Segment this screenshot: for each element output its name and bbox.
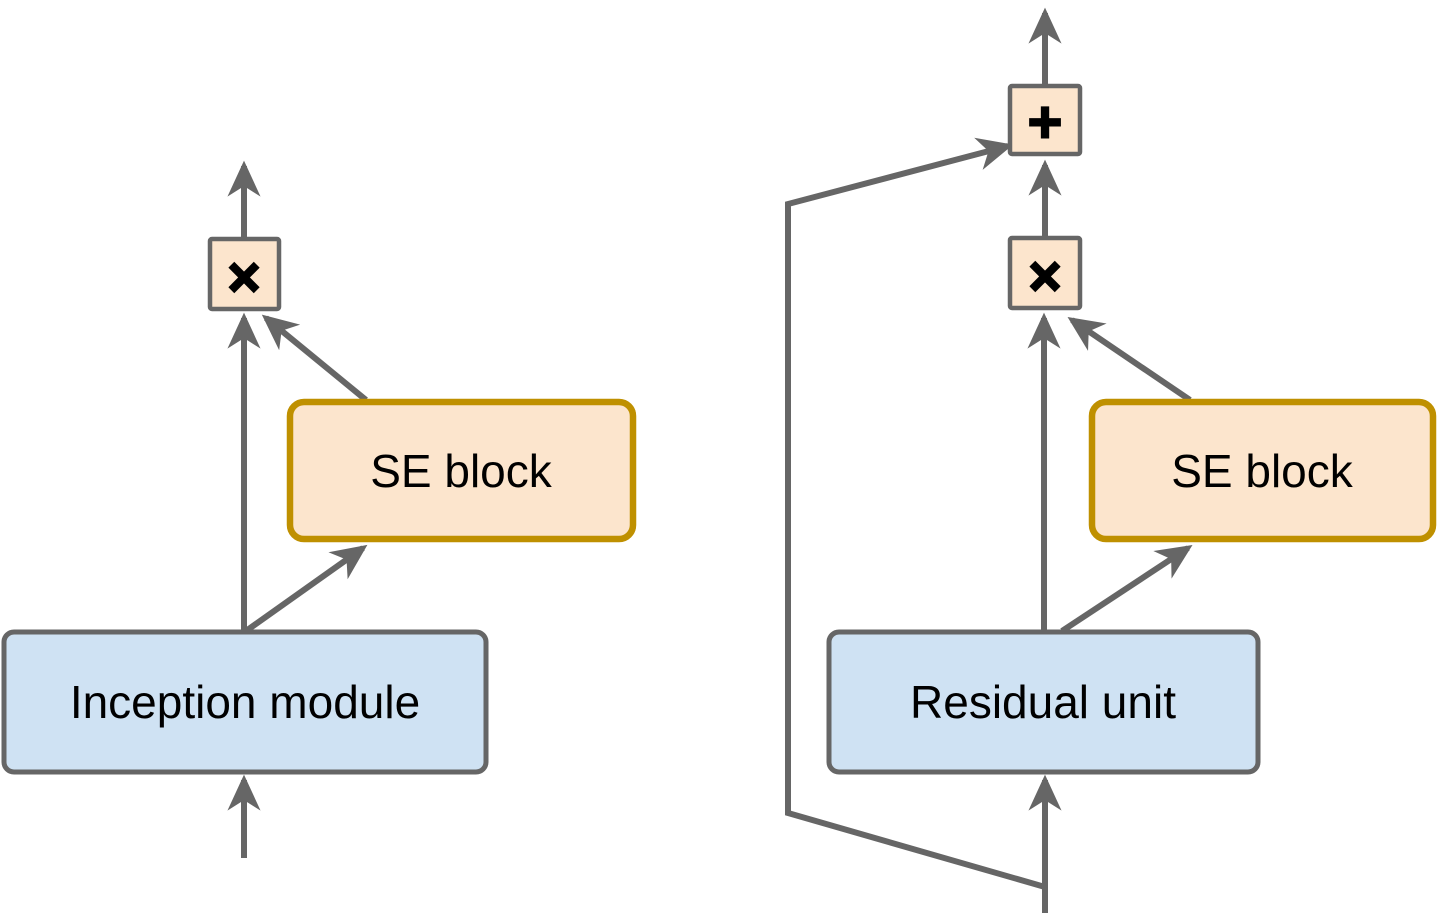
connector-lines <box>227 7 1193 913</box>
left-module-to-se-arrow <box>244 544 368 634</box>
right-add-symbol: + <box>1026 94 1065 148</box>
right-se-to-multiply-arrow <box>1067 316 1192 403</box>
right-multiply-symbol: × <box>1026 248 1065 302</box>
residual-unit-box <box>826 629 1261 775</box>
inception-module-box <box>1 629 489 775</box>
node-labels: Inception module SE block × Residual uni… <box>70 93 1354 729</box>
right-se-block-box <box>1088 398 1437 543</box>
left-se-to-multiply-arrow <box>261 314 368 403</box>
right-module-to-se-arrow <box>1060 545 1193 634</box>
left-se-block-box <box>286 398 637 543</box>
left-se-block-label: SE block <box>370 445 553 497</box>
left-multiply-symbol: × <box>225 249 264 303</box>
residual-unit-label: Residual unit <box>910 676 1176 728</box>
left-multiply-op-box <box>207 236 282 312</box>
inception-module-label: Inception module <box>70 676 420 728</box>
right-skip-connection-arrow <box>785 137 1046 890</box>
right-add-op-box <box>1007 83 1083 157</box>
right-se-block-label: SE block <box>1171 445 1354 497</box>
right-multiply-op-box <box>1007 235 1083 311</box>
